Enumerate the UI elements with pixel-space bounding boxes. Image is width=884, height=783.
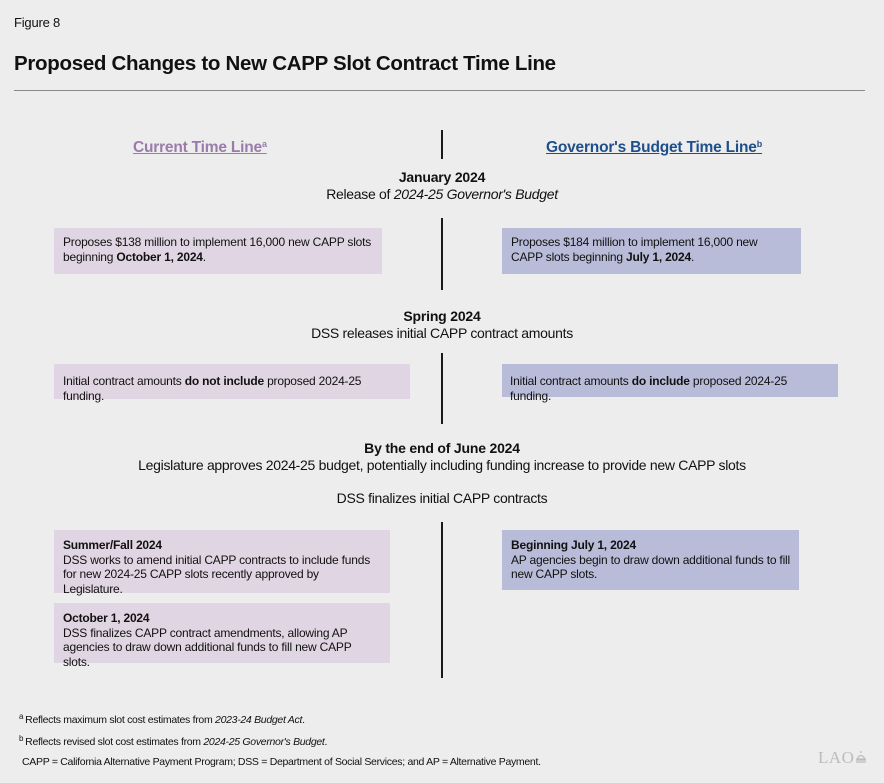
milestone-subtitle: DSS releases initial CAPP contract amoun… [311,325,573,341]
milestone-subtitle-2: DSS finalizes initial CAPP contracts [336,490,548,506]
abbreviations-note: CAPP = California Alternative Payment Pr… [22,756,541,768]
box-heading: Summer/Fall 2024 [63,538,162,552]
milestone-title: Spring 2024 [403,308,481,324]
milestone-spring-2024: Spring 2024 DSS releases initial CAPP co… [0,308,884,341]
lao-logo: LAO [818,748,867,769]
governor-timeline-heading: Governor's Budget Time Lineb [546,139,763,156]
title-divider [14,90,865,91]
timeline-divider-line [441,522,443,678]
milestone-subtitle: Release of 2024-25 Governor's Budget [326,186,558,202]
governor-box-january: Proposes $184 million to implement 16,00… [502,228,801,274]
current-box-summer-fall: Summer/Fall 2024 DSS works to amend init… [54,530,390,596]
figure-label: Figure 8 [14,15,61,30]
current-box-january: Proposes $138 million to implement 16,00… [54,228,382,274]
capitol-dome-icon [855,749,867,769]
box-heading: October 1, 2024 [63,611,150,625]
current-box-spring: Initial contract amounts do not include … [54,364,410,403]
current-box-october: October 1, 2024 DSS finalizes CAPP contr… [54,603,390,669]
milestone-subtitle: Legislature approves 2024-25 budget, pot… [138,457,746,473]
milestone-title: January 2024 [398,169,486,185]
timeline-divider-line [441,130,443,159]
figure-title: Proposed Changes to New CAPP Slot Contra… [14,52,556,75]
milestone-title: By the end of June 2024 [364,440,520,456]
milestone-january-2024: January 2024 Release of 2024-25 Governor… [0,169,884,202]
current-timeline-heading: Current Time Linea [133,139,267,156]
milestone-end-of-june-2024: By the end of June 2024 Legislature appr… [0,440,884,506]
timeline-divider-line [441,353,443,424]
governor-box-july: Beginning July 1, 2024 AP agencies begin… [502,530,799,590]
box-heading: Beginning July 1, 2024 [511,538,636,552]
governor-box-spring: Initial contract amounts do include prop… [502,364,838,403]
timeline-divider-line [441,218,443,290]
